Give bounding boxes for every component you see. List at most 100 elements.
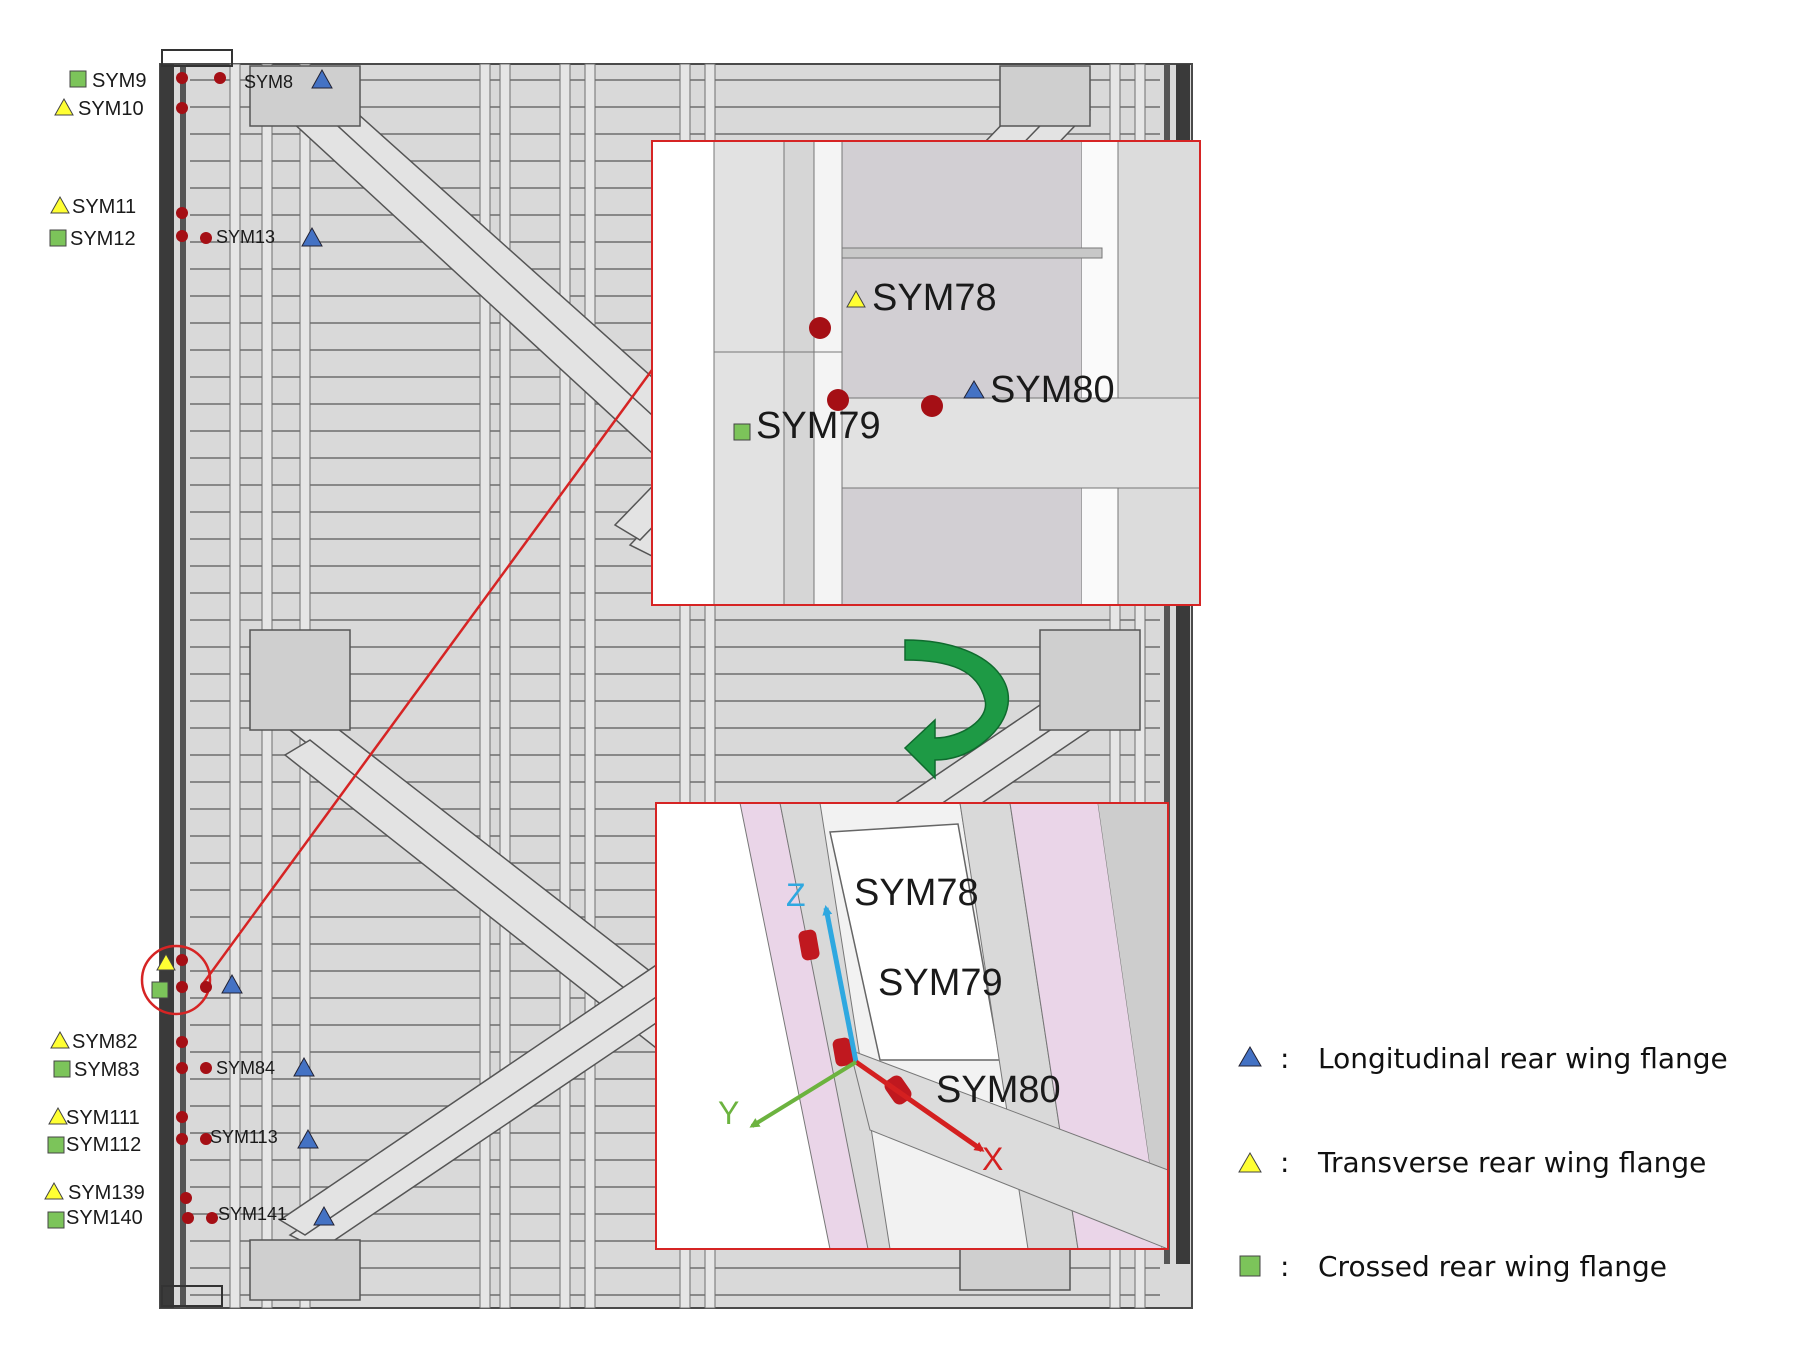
red-dot (176, 981, 188, 993)
label-sym113: SYM113 (210, 1127, 278, 1147)
red-dot (176, 1062, 188, 1074)
legend: : Longitudinal rear wing flange : Transv… (1238, 1042, 1728, 1283)
legend-item-transverse: : Transverse rear wing flange (1238, 1146, 1706, 1179)
measurement-dots (176, 72, 226, 1224)
legend-separator-1: : (1280, 1042, 1289, 1075)
inset-bottom-pink-left (739, 803, 871, 1249)
yellow-triangle-icon (846, 289, 866, 308)
inset-bottom-border (655, 802, 1169, 1250)
legend-item-crossed: : Crossed rear wing flange (1239, 1250, 1667, 1283)
red-dot (176, 102, 188, 114)
inset-top-border (651, 140, 1201, 606)
label-sym83: SYM83 (74, 1059, 140, 1081)
mount-top (161, 49, 233, 67)
blue-triangle-icon (311, 68, 333, 89)
label-sym82: SYM82 (72, 1031, 138, 1053)
axis-y-label: Y (718, 1095, 739, 1131)
label-sym12: SYM12 (70, 228, 136, 250)
axis-x-arrow (854, 1059, 985, 1153)
blue-triangle-icon (301, 226, 323, 247)
green-square-icon (151, 981, 169, 999)
red-dot (176, 1036, 188, 1048)
label-sym112: SYM112 (66, 1134, 141, 1156)
yellow-triangle-icon (50, 1030, 70, 1049)
axis-y-arrow (749, 1060, 858, 1128)
red-dot (176, 954, 188, 966)
inset-top-left-beam (713, 141, 785, 605)
connector-line (200, 369, 654, 986)
yellow-triangle-icon (50, 195, 70, 214)
inset-bottom-diagonal-beam (849, 1049, 1168, 1249)
inner-labels: SYM8 SYM13 SYM84 SYM113 SYM141 (210, 72, 293, 1224)
inner-blue-triangles (221, 68, 335, 1226)
highlight-circle (140, 944, 212, 1016)
blue-triangle-icon (1238, 1046, 1262, 1067)
inset-top-label-sym80: SYM80 (990, 369, 1115, 411)
gusset-top-left (249, 65, 361, 127)
vertical-post (559, 63, 571, 1309)
yellow-triangle-icon (54, 97, 74, 116)
inset-top-dot-2 (827, 389, 849, 411)
inset-top-bar-thin (841, 247, 1103, 259)
label-sym9: SYM9 (92, 70, 146, 92)
inset-top-right-beam (1117, 141, 1200, 605)
inset-top-right-white (1082, 141, 1118, 605)
curved-arrow-icon (903, 639, 1010, 780)
inset-top-dot-3 (921, 395, 943, 417)
inset-top: SYM78 SYM80 SYM79 (651, 140, 1201, 606)
inset-top-crossbar (841, 397, 1200, 489)
red-dot (200, 981, 212, 993)
yellow-triangle-icon (1238, 1152, 1262, 1173)
vertical-post (584, 63, 596, 1309)
inset-bottom-cyl-2 (832, 1037, 854, 1067)
red-dot (176, 207, 188, 219)
frame-left-inner-rail (180, 64, 186, 1308)
inset-top-white-column (652, 141, 714, 605)
inset-top-label-sym78: SYM78 (872, 277, 997, 319)
red-dot (176, 72, 188, 84)
frame-right-inner-rail (1164, 64, 1170, 1264)
label-sym11: SYM11 (72, 196, 136, 218)
blue-triangle-icon (963, 380, 985, 399)
legend-item-longitudinal: : Longitudinal rear wing flange (1238, 1042, 1728, 1075)
blue-triangle-icon (293, 1056, 315, 1077)
red-dot (200, 1133, 212, 1145)
green-square-icon (47, 1136, 65, 1154)
gusset-mid-left (249, 629, 351, 731)
inset-bottom-cyl-1 (798, 929, 820, 961)
legend-label-longitudinal: Longitudinal rear wing flange (1318, 1042, 1728, 1075)
yellow-triangle-icon (44, 1181, 64, 1200)
legend-separator-2: : (1280, 1146, 1289, 1179)
red-dot (214, 72, 226, 84)
mount-bottom (161, 1285, 223, 1307)
gusset-plates (249, 65, 1141, 1301)
inset-bottom-label-sym80: SYM80 (936, 1069, 1061, 1111)
blue-triangle-icon (221, 973, 243, 994)
green-square-icon (69, 70, 87, 88)
green-square-icon (53, 1060, 71, 1078)
green-square-icon (49, 229, 67, 247)
green-square-icon (733, 423, 751, 441)
label-sym13: SYM13 (216, 227, 275, 247)
vertical-post (704, 63, 716, 1309)
frame-left-outer-rail (160, 64, 174, 1308)
yellow-triangle-icon (48, 1106, 68, 1125)
red-dot (176, 1133, 188, 1145)
left-labels: SYM9 SYM10 SYM11 SYM12 SYM82 SYM83 SYM11… (66, 70, 146, 1229)
red-dot (206, 1212, 218, 1224)
label-sym10: SYM10 (78, 98, 144, 120)
red-dot (200, 232, 212, 244)
label-sym84: SYM84 (216, 1058, 275, 1078)
red-dot (176, 1111, 188, 1123)
red-dot (182, 1212, 194, 1224)
green-square-icon (1239, 1255, 1261, 1277)
label-sym139: SYM139 (68, 1182, 145, 1204)
inset-bottom-label-sym79: SYM79 (878, 962, 1003, 1004)
label-sym141: SYM141 (218, 1204, 287, 1224)
frame-details (161, 49, 233, 1307)
label-sym140: SYM140 (66, 1207, 143, 1229)
legend-label-crossed: Crossed rear wing flange (1318, 1250, 1667, 1283)
axis-z-label: Z (786, 877, 806, 913)
legend-separator-3: : (1280, 1250, 1289, 1283)
